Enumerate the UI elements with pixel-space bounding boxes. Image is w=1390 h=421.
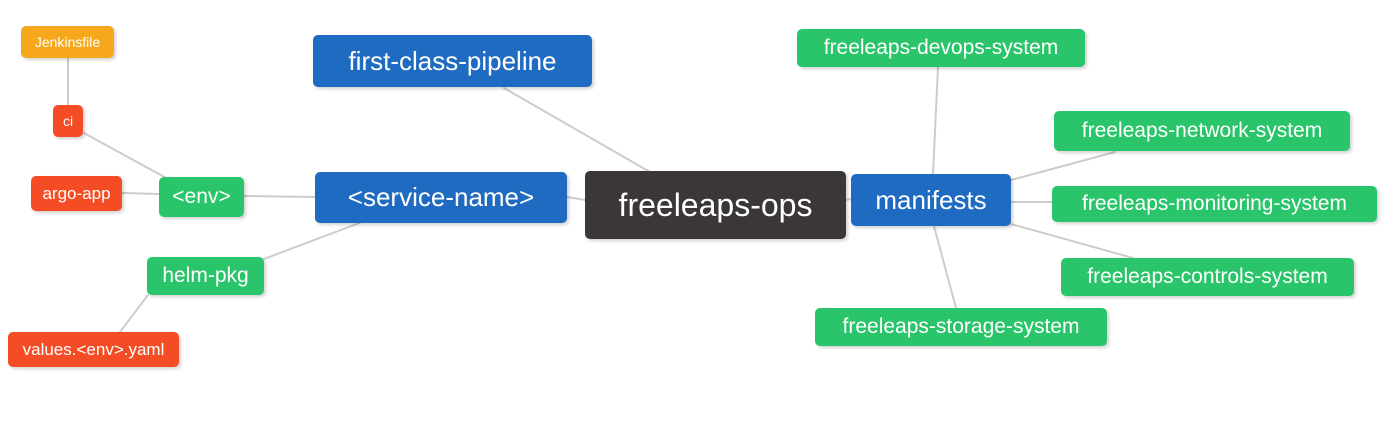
edge-manifests-controls-system bbox=[1010, 223, 1134, 259]
edge-manifests-storage-system bbox=[933, 225, 957, 309]
node-freeleaps-devops-system[interactable]: freeleaps-devops-system bbox=[797, 29, 1085, 67]
node-freeleaps-monitoring-system[interactable]: freeleaps-monitoring-system bbox=[1052, 186, 1377, 222]
node-freeleaps-storage-system[interactable]: freeleaps-storage-system bbox=[815, 308, 1107, 346]
node-ci[interactable]: ci bbox=[53, 105, 83, 137]
node-service-name[interactable]: <service-name> bbox=[315, 172, 567, 223]
edge-ci-env bbox=[83, 132, 169, 180]
edge-pipeline-freeleaps-ops bbox=[503, 87, 651, 173]
node-helm-pkg[interactable]: helm-pkg bbox=[147, 257, 264, 295]
edge-manifests-network-system bbox=[1010, 151, 1116, 181]
node-freeleaps-network-system[interactable]: freeleaps-network-system bbox=[1054, 111, 1350, 151]
node-first-class-pipeline[interactable]: first-class-pipeline bbox=[313, 35, 592, 87]
node-jenkinsfile[interactable]: Jenkinsfile bbox=[21, 26, 114, 58]
edge-argo-app-env bbox=[121, 192, 160, 195]
node-env[interactable]: <env> bbox=[159, 177, 244, 217]
node-values-env-yaml[interactable]: values.<env>.yaml bbox=[8, 332, 179, 367]
node-argo-app[interactable]: argo-app bbox=[31, 176, 122, 211]
edge-env-service-name bbox=[243, 195, 316, 198]
edge-service-name-freeleaps-ops bbox=[566, 196, 586, 201]
edge-values-helm-pkg bbox=[119, 294, 149, 333]
edge-manifests-devops-system bbox=[932, 66, 939, 175]
edge-helm-pkg-service-name bbox=[263, 221, 363, 260]
node-freeleaps-controls-system[interactable]: freeleaps-controls-system bbox=[1061, 258, 1354, 296]
node-freeleaps-ops-root[interactable]: freeleaps-ops bbox=[585, 171, 846, 239]
node-manifests[interactable]: manifests bbox=[851, 174, 1011, 226]
